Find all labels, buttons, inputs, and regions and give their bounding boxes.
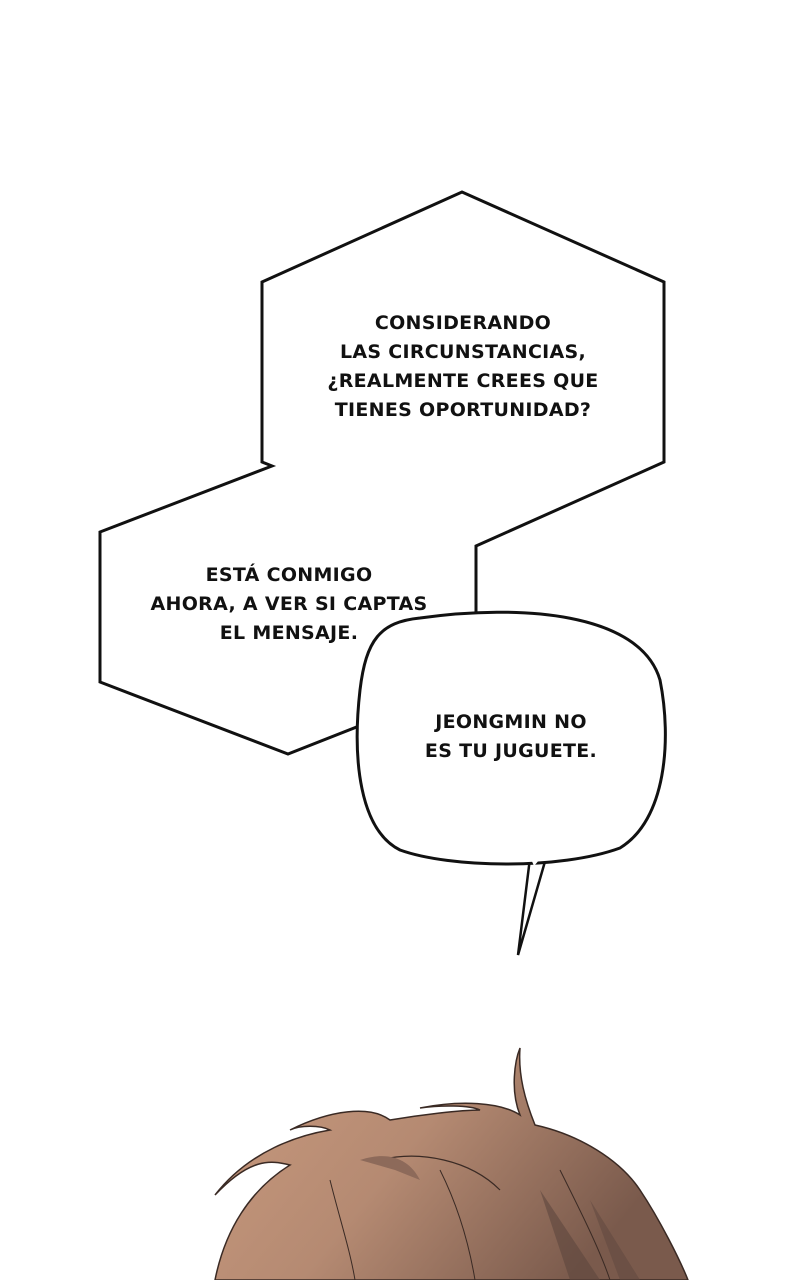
text-line: ¿REALMENTE CREES QUE <box>327 370 599 392</box>
text-line: CONSIDERANDO <box>374 312 552 334</box>
text-line: TIENES OPORTUNIDAD? <box>334 399 592 421</box>
character-hair <box>214 1047 689 1280</box>
bubble-3-text: JEONGMIN NO ES TU JUGUETE. <box>425 708 597 766</box>
text-line: ES TU JUGUETE. <box>424 740 598 762</box>
text-line: ESTÁ CONMIGO <box>205 564 373 586</box>
text-line: LAS CIRCUNSTANCIAS, <box>339 341 587 363</box>
bubble-2-text: ESTÁ CONMIGO AHORA, A VER SI CAPTAS EL M… <box>151 561 428 648</box>
bubble-1-text: CONSIDERANDO LAS CIRCUNSTANCIAS, ¿REALME… <box>327 309 598 425</box>
round-speech-bubble <box>355 610 667 956</box>
text-line: AHORA, A VER SI CAPTAS <box>150 593 428 615</box>
text-line: EL MENSAJE. <box>219 622 359 644</box>
text-line: JEONGMIN NO <box>435 711 587 733</box>
